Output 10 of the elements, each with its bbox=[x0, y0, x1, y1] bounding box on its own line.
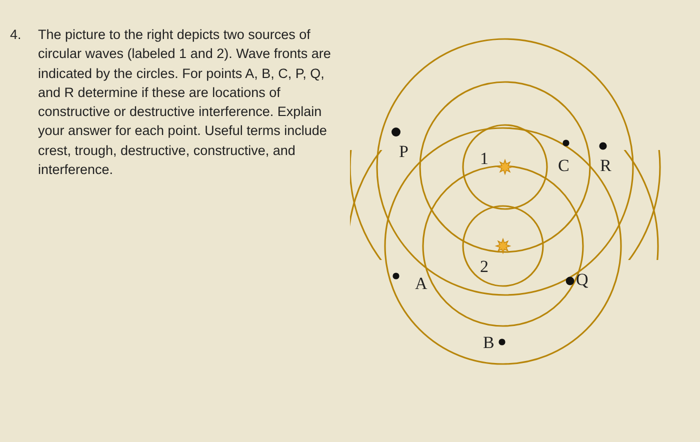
point-label: R bbox=[600, 157, 612, 175]
source-label: 1 bbox=[480, 150, 488, 168]
point-label: C bbox=[558, 157, 570, 175]
point-label: Q bbox=[576, 271, 588, 289]
source-label: 2 bbox=[480, 258, 488, 276]
question-number: 4. bbox=[10, 26, 22, 44]
point-label: P bbox=[399, 143, 408, 161]
point-label: A bbox=[415, 275, 428, 293]
question-text: The picture to the right depicts two sources of circular waves (labeled 1 and 2). Wave fronts are indicated by the circles. For points A, B, C, P, Q, and R determine if these are locations of constructive or destructive interference. Explain your answer for each point. Useful terms include crest, trough, destructive, constructive, and interference. bbox=[38, 26, 332, 180]
point-label: B bbox=[483, 334, 494, 352]
